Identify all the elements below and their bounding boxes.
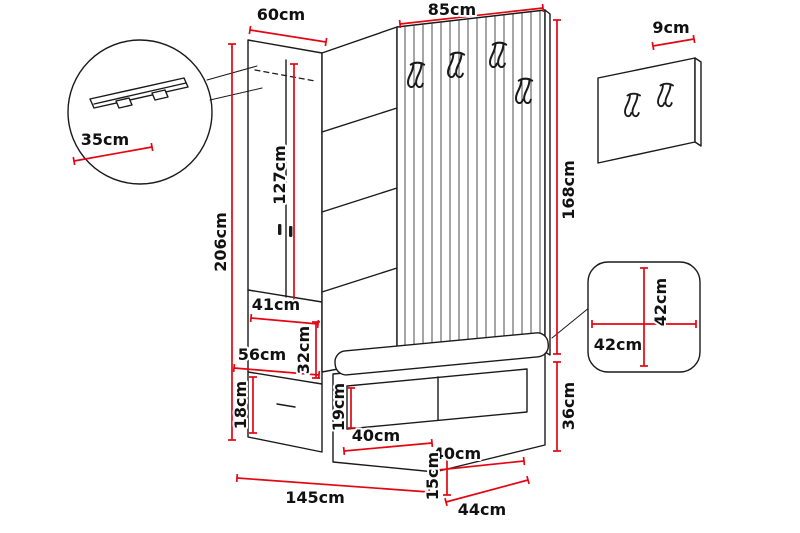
dim-drawer-height-label: 18cm <box>231 381 250 429</box>
dim-bench-compartment-left-label: 40cm <box>352 426 400 445</box>
wall-hook-panel-side <box>694 57 702 147</box>
callout-leader-2 <box>209 87 263 101</box>
wall-hook-panel-face <box>597 57 696 164</box>
wall-hook-panel <box>597 57 702 164</box>
rail-bracket-1 <box>115 97 133 109</box>
dim-bench-compartment-right-line <box>436 456 526 475</box>
dim-bench-compartment-right-label: 40cm <box>433 444 481 463</box>
drawer-handle <box>276 403 296 408</box>
slat-panel-body <box>396 9 546 373</box>
dim-lower-shelf-width-label: 56cm <box>238 345 286 364</box>
dimensions: 60cm 85cm 206cm 127cm 41cm 56cm 32cm 18c… <box>209 0 696 521</box>
dim-hook-spacing-v-label: 42cm <box>651 278 670 326</box>
dim-rail-detail-label: 35cm <box>81 130 129 149</box>
dim-bench-height-label: 36cm <box>559 382 578 430</box>
dim-panel-width-line <box>398 3 545 29</box>
dim-wall-panel-depth-line <box>651 34 696 51</box>
shelf-line-2 <box>321 187 398 213</box>
hanging-rail-dashed <box>254 69 316 82</box>
dim-total-depth-line <box>444 475 530 507</box>
shelf-column <box>321 26 398 373</box>
dim-inner-niche-width-line <box>249 313 320 329</box>
dim-wall-panel-depth-label: 9cm <box>652 18 689 37</box>
dim-inner-niche-width-label: 41cm <box>252 295 300 314</box>
dim-plinth-height-label: 15cm <box>423 452 442 500</box>
rail-drawing <box>89 77 189 109</box>
slat-stripes <box>404 10 541 372</box>
wardrobe <box>247 39 323 453</box>
door-bottom-line <box>247 289 323 303</box>
dim-total-width-line <box>235 473 431 497</box>
rail-bracket-2 <box>151 89 169 101</box>
dim-niche-height-label: 32cm <box>294 326 313 374</box>
rail-bar <box>89 77 189 109</box>
dim-bench-compartment-left-line <box>342 438 434 456</box>
wardrobe-body <box>247 39 323 453</box>
hook-spacing-callout: 42cm 42cm <box>551 261 701 373</box>
dim-rail-detail-line <box>72 142 154 166</box>
dim-mirror-door-height-label: 127cm <box>270 145 289 205</box>
dim-total-depth-label: 44cm <box>458 500 506 519</box>
dim-panel-width-label: 85cm <box>428 0 476 19</box>
bench-cushion-pad <box>334 332 550 376</box>
rail-ridge <box>93 82 187 105</box>
dim-hook-spacing-h-label: 42cm <box>594 335 642 354</box>
dim-lower-shelf-width-line <box>232 363 321 380</box>
door-handle-right <box>289 226 293 237</box>
rail-detail-callout: 35cm <box>67 39 263 185</box>
dim-wardrobe-width-label: 60cm <box>257 5 305 24</box>
shelf-line-3 <box>321 267 398 293</box>
dim-panel-height-label: 168cm <box>559 160 578 220</box>
dim-wardrobe-width-line <box>248 25 328 47</box>
callout-circle <box>67 39 213 185</box>
dim-bench-niche-height-label: 19cm <box>329 383 348 431</box>
slat-panel <box>396 9 551 373</box>
dim-total-width-label: 145cm <box>285 488 345 507</box>
dim-total-height-label: 206cm <box>211 212 230 272</box>
slat-panel-side <box>544 9 551 356</box>
door-handle-left <box>278 224 282 235</box>
shelf-line-1 <box>321 107 398 133</box>
bench-cushion <box>334 332 550 376</box>
